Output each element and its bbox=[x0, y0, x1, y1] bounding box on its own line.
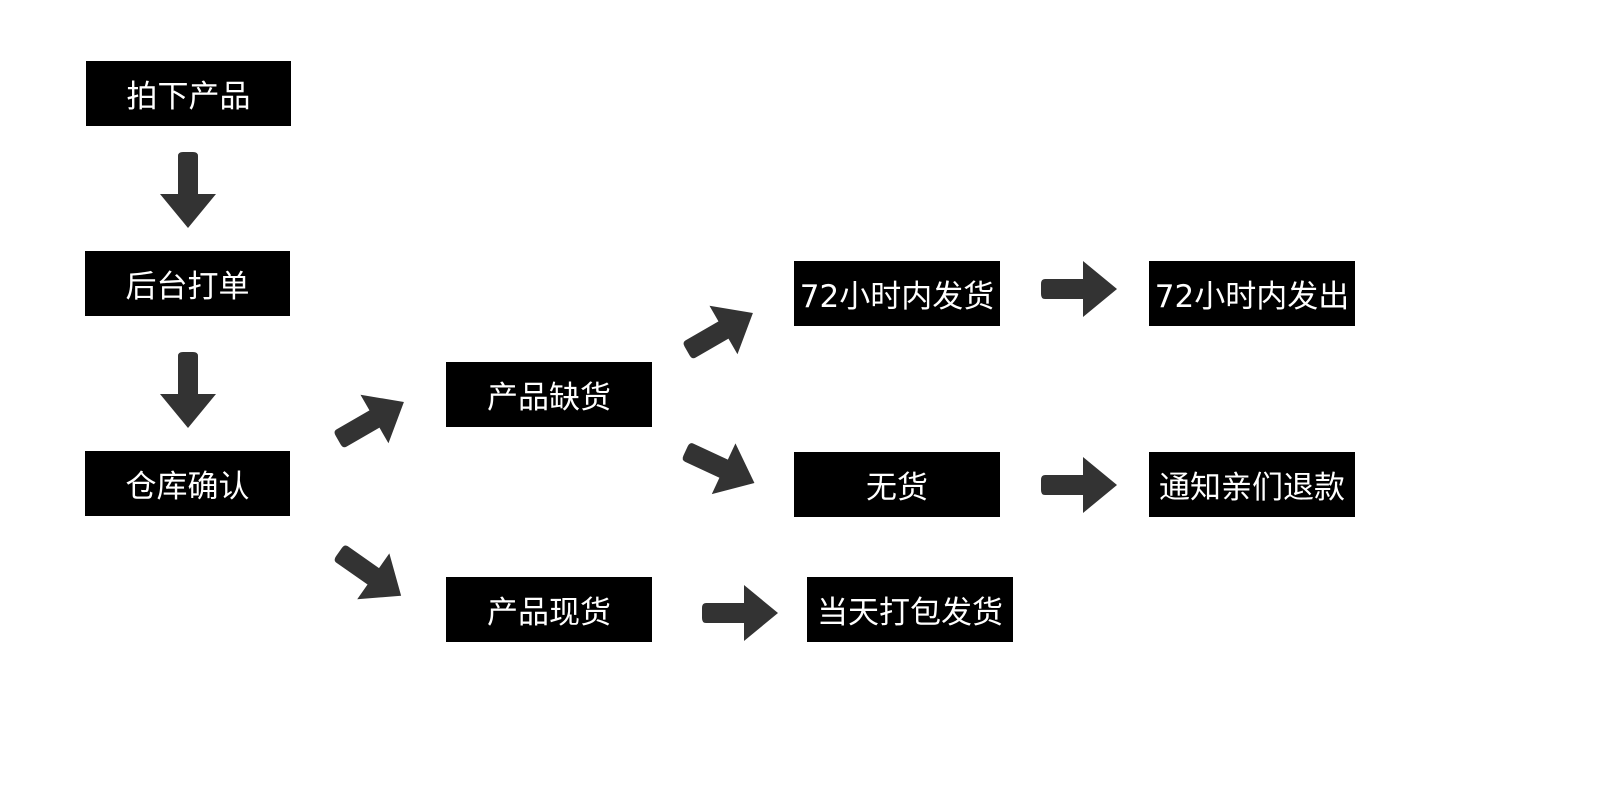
node-print-label: 后台打单 bbox=[125, 269, 250, 305]
arrow-right-icon bbox=[700, 583, 780, 643]
node-order: 拍下产品 bbox=[86, 61, 291, 126]
node-print: 后台打单 bbox=[85, 251, 290, 316]
node-order-label: 拍下产品 bbox=[126, 79, 251, 115]
node-shipped-72h-label: 72小时内发出 bbox=[1154, 279, 1350, 315]
node-refund-label: 通知亲们退款 bbox=[1159, 470, 1345, 506]
node-ship-same-day: 当天打包发货 bbox=[807, 577, 1013, 642]
node-no-stock: 无货 bbox=[794, 452, 1000, 517]
arrow-down-icon bbox=[158, 150, 218, 230]
arrow-right-icon bbox=[1039, 455, 1119, 515]
node-refund: 通知亲们退款 bbox=[1149, 452, 1355, 517]
node-in-stock: 产品现货 bbox=[446, 577, 652, 642]
arrow-up-right-icon bbox=[670, 286, 769, 378]
arrow-down-icon bbox=[158, 350, 218, 430]
node-ship-same-day-label: 当天打包发货 bbox=[817, 595, 1003, 631]
arrow-up-right-icon bbox=[321, 375, 420, 467]
node-no-stock-label: 无货 bbox=[866, 470, 928, 506]
node-ship-72h: 72小时内发货 bbox=[794, 261, 1000, 326]
arrow-right-icon bbox=[1039, 259, 1119, 319]
node-in-stock-label: 产品现货 bbox=[487, 595, 611, 631]
node-out-of-stock-label: 产品缺货 bbox=[487, 380, 611, 416]
node-ship-72h-label: 72小时内发货 bbox=[799, 279, 995, 315]
node-out-of-stock: 产品缺货 bbox=[446, 362, 652, 427]
node-confirm-label: 仓库确认 bbox=[125, 469, 250, 505]
node-confirm: 仓库确认 bbox=[85, 451, 290, 516]
node-shipped-72h: 72小时内发出 bbox=[1149, 261, 1355, 326]
arrow-down-right-icon bbox=[671, 423, 769, 511]
arrow-down-right-icon bbox=[320, 526, 420, 621]
